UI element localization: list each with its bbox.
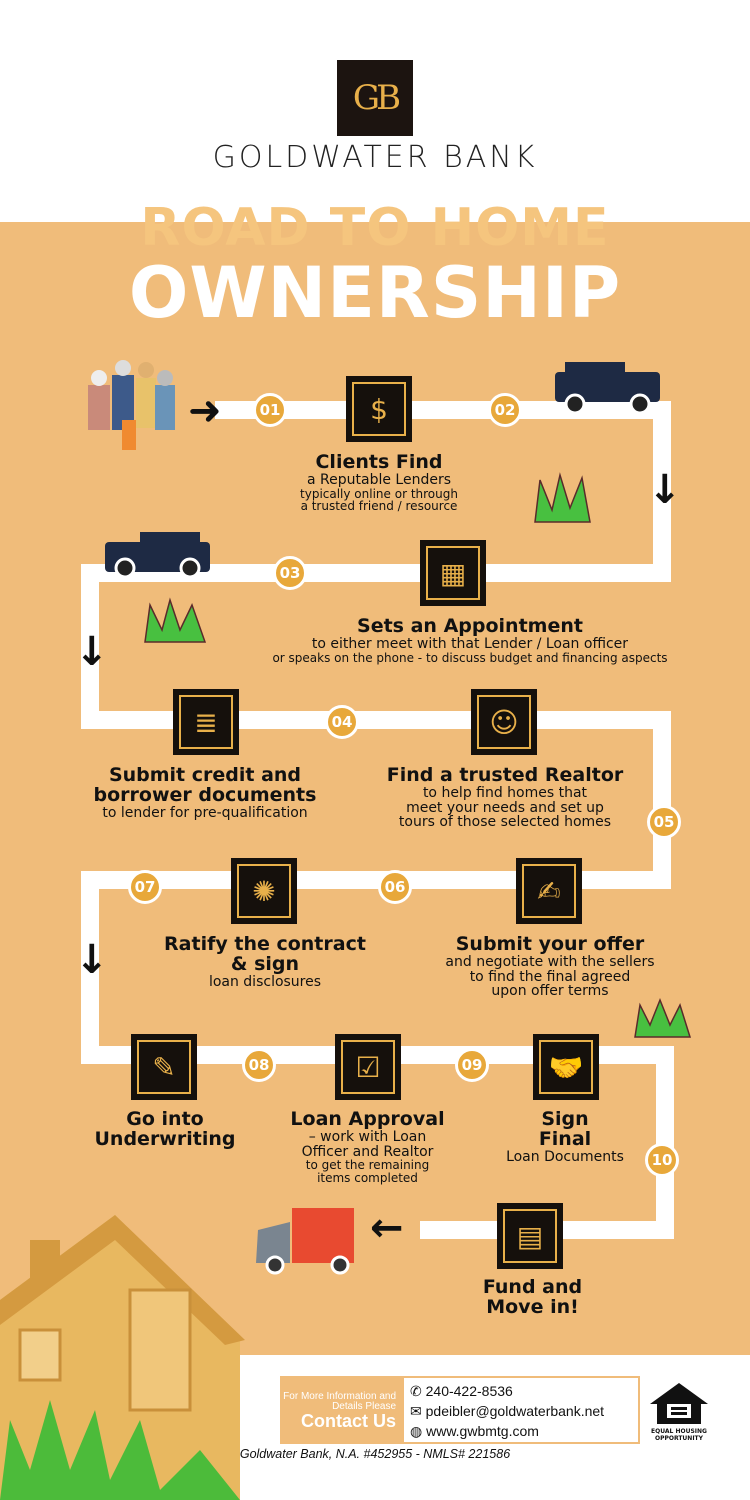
step-title: Submit your offer <box>455 933 645 955</box>
arrow-down-icon: ↓ <box>648 467 682 513</box>
step-line: to help find homes that <box>422 784 588 801</box>
underwriting-icon: ✎ <box>131 1034 197 1100</box>
mail-icon: ✉ <box>410 1403 426 1419</box>
step-line: a Reputable Lenders <box>307 471 451 488</box>
eho-text: EQUAL HOUSING OPPORTUNITY <box>651 1428 707 1442</box>
money-icon: ▤ <box>497 1203 563 1269</box>
house-icon <box>650 1383 708 1424</box>
family-illustration <box>88 360 175 450</box>
footer: Goldwater Bank, N.A. #452955 - NMLS# 221… <box>239 1447 511 1461</box>
step-line: to get the remaining <box>305 1158 430 1173</box>
step-title: Find a trusted Realtor <box>386 764 624 786</box>
realtor-icon: ☺ <box>471 689 537 755</box>
grass-tufts <box>144 472 692 1038</box>
certificate-icon: ✺ <box>231 858 297 924</box>
equal-housing-logo: EQUAL HOUSING OPPORTUNITY <box>648 1380 710 1442</box>
step-5-text: Find a trusted Realtor to help find home… <box>370 764 640 831</box>
contact-prompt-text: For More Information and Details Please <box>283 1391 396 1412</box>
arrow-down-icon: ↓ <box>75 629 109 675</box>
hand-coin-icon: $ <box>346 376 412 442</box>
step-line: upon offer terms <box>491 983 609 1000</box>
step-number: 01 <box>253 393 287 427</box>
truck-illustration <box>256 1208 354 1275</box>
title-line2: OWNERSHIP <box>128 252 622 334</box>
step-line: and negotiate with the sellers <box>445 953 655 970</box>
step-number: 03 <box>273 556 307 590</box>
title-line1: ROAD TO HOME <box>140 198 610 258</box>
step-number: 05 <box>647 805 681 839</box>
step-line: meet your needs and set up <box>406 799 604 816</box>
step-line: to lender for pre-qualification <box>102 804 308 821</box>
calendar-icon: ▦ <box>420 540 486 606</box>
step-number: 08 <box>242 1048 276 1082</box>
offer-icon: ✍ <box>516 858 582 924</box>
step-10-text: Sign Final Loan Documents <box>495 1108 635 1165</box>
document-icon: ≣ <box>173 689 239 755</box>
step-line: to find the final agreed <box>469 968 631 985</box>
step-title: Fund and Move in! <box>482 1276 583 1318</box>
handshake-icon: 🤝 <box>533 1034 599 1100</box>
step-number: 10 <box>645 1143 679 1177</box>
step-9-text: Loan Approval – work with Loan Officer a… <box>280 1108 455 1185</box>
car-illustration-2 <box>105 532 210 579</box>
logo: GB <box>337 60 413 136</box>
step-number: 06 <box>378 870 412 904</box>
step-line: or speaks on the phone - to discuss budg… <box>272 650 668 665</box>
step-title: Submit credit and borrower documents <box>93 764 317 806</box>
step-title: Sets an Appointment <box>357 615 583 637</box>
step-title: Clients Find <box>315 451 443 473</box>
step-number: 04 <box>325 705 359 739</box>
phone-icon: ✆ <box>410 1383 426 1399</box>
step-title: Go into Underwriting <box>94 1108 236 1150</box>
step-line: loan disclosures <box>208 973 322 990</box>
step-line: – work with Loan <box>308 1128 427 1145</box>
email-row[interactable]: ✉ pdeibler@goldwaterbank.net <box>410 1401 632 1421</box>
step-line: items completed <box>317 1170 418 1185</box>
step-line: Officer and Realtor <box>301 1143 434 1160</box>
step-line: Loan Documents <box>506 1148 624 1165</box>
step-number: 02 <box>488 393 522 427</box>
step-6-text: Submit your offer and negotiate with the… <box>420 933 680 1000</box>
email: pdeibler@goldwaterbank.net <box>425 1403 605 1419</box>
step-title: Ratify the contract & sign <box>164 933 366 975</box>
contact-prompt: For More Information and Details Please … <box>282 1378 402 1442</box>
step-number: 09 <box>455 1048 489 1082</box>
globe-icon: ◍ <box>410 1423 427 1439</box>
contact-box: For More Information and Details Please … <box>280 1376 640 1444</box>
step-4-text: Submit credit and borrower documents to … <box>85 764 325 821</box>
website-row[interactable]: ◍ www.gwbmtg.com <box>410 1421 632 1441</box>
step-7-text: Ratify the contract & sign loan disclosu… <box>155 933 375 990</box>
step-line: to either meet with that Lender / Loan o… <box>311 635 629 652</box>
contact-cta: Contact Us <box>300 1411 396 1431</box>
step-11-text: Fund and Move in! <box>465 1276 600 1318</box>
arrow-down-icon: ↓ <box>75 937 109 983</box>
brand-name: GOLDWATER BANK <box>212 140 538 175</box>
step-1-text: Clients Find a Reputable Lenders typical… <box>229 451 529 514</box>
step-line: tours of those selected homes <box>398 814 612 831</box>
checkbox-icon: ☑ <box>335 1034 401 1100</box>
arrow-left-icon: ← <box>370 1205 404 1251</box>
step-3-text: Sets an Appointment to either meet with … <box>230 615 710 665</box>
step-title: Sign Final <box>538 1108 592 1150</box>
car-illustration-1 <box>555 362 660 415</box>
step-number: 07 <box>128 870 162 904</box>
step-line: a trusted friend / resource <box>300 499 458 514</box>
phone: 240-422-8536 <box>425 1383 513 1399</box>
grass-illustration <box>0 1400 240 1500</box>
step-8-text: Go into Underwriting <box>85 1108 245 1150</box>
house-illustration <box>0 1215 245 1500</box>
phone-row[interactable]: ✆ 240-422-8536 <box>410 1381 632 1401</box>
website: www.gwbmtg.com <box>426 1423 539 1439</box>
step-line: typically online or through <box>300 486 458 501</box>
contact-details: ✆ 240-422-8536 ✉ pdeibler@goldwaterbank.… <box>404 1378 638 1442</box>
step-title: Loan Approval <box>290 1108 445 1130</box>
arrow-right-icon: ➜ <box>188 388 222 434</box>
